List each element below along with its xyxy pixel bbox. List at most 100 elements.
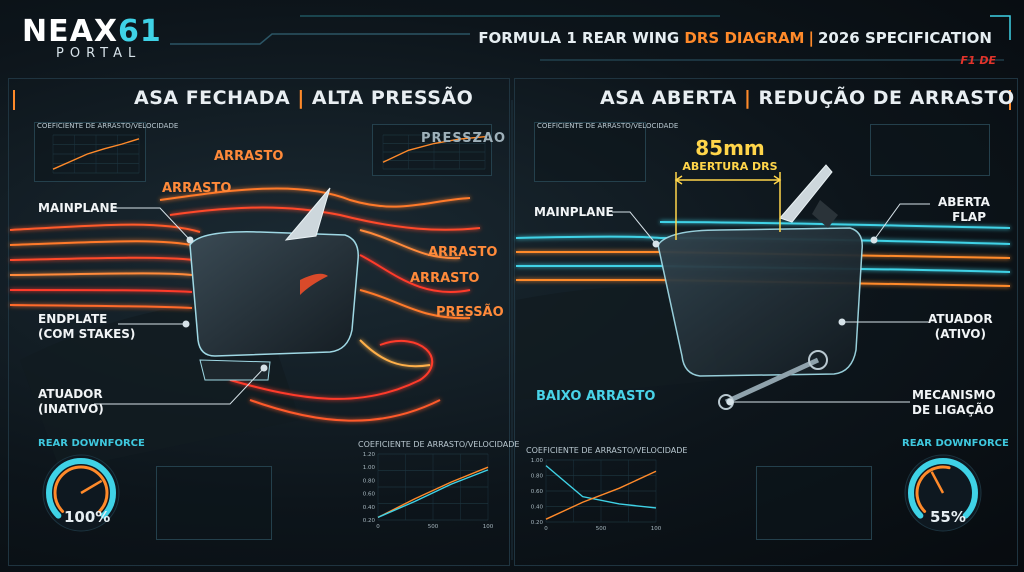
right-label-mecanismo: MECANISMO DE LIGAÇÃO (912, 388, 996, 418)
chart-y-tick-label: 1.00 (531, 458, 544, 464)
right-label-mecanismo-line2: DE LIGAÇÃO (912, 403, 994, 417)
drs-dimension-ticks (675, 172, 781, 240)
diagram-title: FORMULA 1 REAR WING DRS DIAGRAM|2026 SPE… (478, 29, 992, 47)
left-wing-logo-icon (300, 273, 328, 295)
left-label-atuador-sub: (INATIVO) (38, 402, 104, 416)
mini-chart-top-right-title: COEFICIENTE DE ARRASTO/VELOCIDADE (537, 122, 679, 130)
chart-series-line-0 (545, 465, 657, 509)
bottom-chart-left-coef: COEFICIENTE DE ARRASTO/VELOCIDADE 1.20 1.… (356, 440, 519, 538)
right-panel (514, 78, 1018, 566)
chart-series-line-0 (382, 136, 486, 163)
right-title-a: ASA ABERTA (600, 87, 737, 109)
mini-chart-top-right: COEFICIENTE DE ARRASTO/VELOCIDADE (534, 122, 678, 182)
logo-main: NEAX (22, 14, 118, 49)
chart-series-line-1 (545, 470, 657, 520)
mini-chart-top-left-plot (52, 134, 140, 174)
f1-brand-mark: F1 DE (960, 54, 996, 67)
bottom-chart-left-waveform (156, 466, 272, 540)
right-label-flap: ABERTA FLAP (938, 195, 990, 225)
chart-x-tick-label: 0 (544, 526, 548, 532)
left-label-arrasto-3: ARRASTO (428, 245, 498, 260)
left-panel (8, 78, 510, 566)
right-label-flap-line2: FLAP (952, 210, 986, 224)
right-gauge-value: 55% (930, 508, 966, 526)
left-wing-flap (284, 187, 331, 241)
bottom-chart-right-waveform (756, 466, 872, 540)
right-label-atuador: ATUADOR (ATIVO) (928, 312, 993, 342)
left-title-b: ALTA PRESSÃO (311, 87, 474, 109)
right-gauge (904, 454, 982, 532)
chart-x-tick-label: 100 (483, 524, 494, 530)
left-label-endplate-main: ENDPLATE (38, 312, 108, 326)
logo-subtitle: PORTAL (56, 46, 142, 61)
chart-y-tick-label: 0.40 (363, 505, 376, 511)
chart-y-tick-label: 0.20 (531, 520, 544, 526)
left-label-arrasto-1: ARRASTO (214, 149, 284, 164)
mini-chart-pressao-title: PRESSZAO (421, 131, 507, 146)
left-panel-title: ASA FECHADA | ALTA PRESSÃO (134, 87, 473, 109)
chart-y-tick-label: 0.60 (363, 492, 376, 498)
left-label-pressao: PRESSÃO (436, 305, 504, 320)
right-label-mainplane: MAINPLANE (534, 205, 614, 219)
logo-number: 61 (117, 14, 162, 49)
left-callout-leaders (94, 207, 268, 405)
left-label-endplate-sub: (COM STAKES) (38, 327, 136, 341)
left-label-arrasto-2: ARRASTO (162, 181, 232, 196)
right-callout-leaders (612, 203, 930, 406)
left-gauge (42, 454, 120, 532)
chart-y-tick-label: 0.60 (531, 489, 544, 495)
right-wing-flap-pivot (812, 200, 838, 228)
left-label-mainplane: MAINPLANE (38, 201, 118, 215)
mini-chart-pressao-plot (382, 134, 486, 170)
car-body-right (516, 286, 720, 400)
right-title-b: REDUÇÃO DE ARRASTO (758, 87, 1015, 109)
right-gauge-title: REAR DOWNFORCE (902, 438, 1009, 449)
chart-y-tick-label: 1.00 (363, 465, 376, 471)
portal-logo: NEAX61 (22, 14, 162, 49)
chart-y-tick-label: 0.80 (531, 474, 544, 480)
left-label-atuador-main: ATUADOR (38, 387, 103, 401)
chart-x-tick-label: 500 (428, 524, 439, 530)
left-gauge-value: 100% (64, 508, 111, 526)
chart-y-tick-label: 1.20 (363, 452, 376, 458)
left-label-arrasto-4: ARRASTO (410, 271, 480, 286)
right-wing-endplate (657, 227, 863, 377)
bottom-chart-right-coef: COEFICIENTE DE ARRASTO/VELOCIDADE 1.00 0.… (524, 446, 687, 538)
left-wing-endplate (189, 231, 359, 357)
drs-opening-label: ABERTURA DRS (682, 160, 778, 173)
chart-x-tick-label: 500 (596, 526, 607, 532)
right-linkage-rod (724, 357, 820, 405)
left-gauge-title: REAR DOWNFORCE (38, 438, 145, 449)
chart-series-line-1 (377, 469, 489, 519)
chart-y-tick-label: 0.80 (363, 478, 376, 484)
mini-chart-pressao: PRESSZAO (372, 124, 505, 176)
right-label-atuador-line2: (ATIVO) (934, 327, 986, 341)
chart-series-line-0 (377, 466, 489, 518)
right-wing-flap-open (779, 164, 833, 223)
chart-series-line-0 (52, 138, 140, 170)
drs-dimension-arrows (674, 175, 782, 185)
right-label-mecanismo-line1: MECANISMO (912, 388, 996, 402)
title-separator: | (808, 29, 814, 47)
bottom-chart-left-title: COEFICIENTE DE ARRASTO/VELOCIDADE (358, 440, 520, 449)
mini-chart-top-right-2 (870, 124, 990, 176)
right-label-atuador-line1: ATUADOR (928, 312, 993, 326)
left-title-a: ASA FECHADA (134, 87, 291, 109)
title-suffix: 2026 SPECIFICATION (817, 29, 992, 47)
right-linkage-joint-top (808, 350, 828, 370)
chart-x-tick-label: 0 (376, 524, 380, 530)
title-drs: DRS DIAGRAM (684, 29, 805, 47)
title-prefix: FORMULA 1 REAR WING (478, 29, 680, 47)
bottom-chart-right-title: COEFICIENTE DE ARRASTO/VELOCIDADE (526, 446, 688, 455)
right-label-baixo-arrasto: BAIXO ARRASTO (536, 389, 656, 404)
left-label-atuador: ATUADOR (INATIVO) (38, 387, 104, 417)
left-label-endplate: ENDPLATE (COM STAKES) (38, 312, 135, 342)
right-title-separator: | (743, 87, 752, 109)
left-actuator (199, 359, 271, 381)
left-title-separator: | (297, 87, 305, 109)
